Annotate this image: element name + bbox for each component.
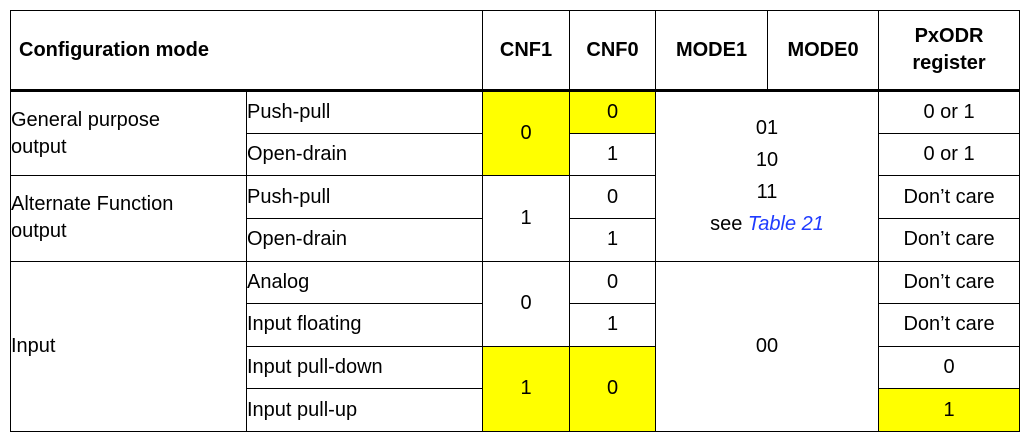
header-row: Configuration mode CNF1 CNF0 MODE1 MODE0… [9, 10, 1021, 92]
mode-cell: Analog [245, 260, 484, 305]
header-config-mode: Configuration mode [9, 10, 484, 92]
group-gp-line2: output [11, 135, 67, 158]
mode-value-10: 10 [755, 149, 779, 172]
cnf0-cell: 0 [569, 90, 657, 134]
cnf0-cell: 0 [569, 260, 657, 305]
cnf1-cell-input-a: 0 [482, 260, 571, 347]
pxodr-cell: Don’t care [878, 217, 1021, 262]
table-row: Open-drain 1 Don’t care [11, 217, 1021, 262]
group-alternate-function-output: Alternate Function output [10, 175, 247, 262]
pxodr-cell: 0 [878, 345, 1021, 390]
mode-cell: Input floating [245, 303, 484, 347]
cnf0-cell: 1 [569, 132, 657, 177]
header-pxodr-line2: register [912, 52, 986, 74]
group-af-line2: output [11, 220, 67, 243]
pxodr-cell: 1 [878, 388, 1021, 432]
header-cnf1: CNF1 [482, 10, 571, 92]
table-row: Open-drain 1 0 or 1 [11, 132, 1021, 177]
header-mode0: MODE0 [767, 10, 880, 92]
pxodr-cell: Don’t care [878, 260, 1021, 305]
cnf1-cell-af: 1 [482, 175, 571, 262]
mode-cell: Input pull-down [245, 345, 484, 390]
pxodr-cell: 0 or 1 [878, 132, 1021, 177]
cnf0-cell: 1 [569, 217, 657, 262]
cnf1-cell-gp: 0 [482, 89, 571, 177]
group-general-purpose-output: General purpose output [10, 89, 247, 177]
pxodr-cell: Don’t care [878, 175, 1021, 219]
group-gp-line1: General purpose [11, 108, 160, 131]
table-row: Input floating 1 Don’t care [11, 303, 1021, 347]
header-pxodr: PxODR register [878, 10, 1021, 92]
table-row: Input pull-down 1 0 0 [11, 345, 1021, 433]
table-21-link[interactable]: Table 21 [747, 213, 824, 236]
mode-value-11: 11 [756, 181, 778, 204]
table-row: Input pull-up 1 [11, 388, 1021, 432]
see-prefix: see [710, 213, 748, 236]
pxodr-cell: 0 or 1 [878, 90, 1021, 134]
cnf1-cell-input-b: 1 [482, 345, 571, 433]
table-row: Alternate Function output Push-pull 1 0 … [10, 175, 1021, 262]
cnf0-cell: 1 [569, 303, 657, 347]
mode-cell: Open-drain [245, 132, 484, 177]
mode-value-01: 01 [755, 117, 779, 140]
mode-bits-input: 00 [655, 260, 880, 432]
header-pxodr-line1: PxODR [914, 25, 984, 47]
cnf0-cell: 0 [569, 175, 657, 219]
header-mode1: MODE1 [655, 10, 769, 92]
mode-see-reference: see Table 21 [657, 208, 878, 240]
pxodr-cell: Don’t care [878, 303, 1021, 347]
mode-bits-output: 01 10 11 see Table 21 [655, 90, 880, 262]
mode-cell: Push-pull [245, 175, 484, 219]
group-af-line1: Alternate Function [11, 193, 174, 216]
table-row: Input Analog 0 0 00 Don’t care [10, 260, 1021, 432]
mode-cell: Push-pull [245, 90, 484, 134]
group-input: Input [10, 260, 247, 432]
mode-cell: Input pull-up [245, 388, 484, 432]
mode-cell: Open-drain [245, 217, 484, 262]
table-row: General purpose output Push-pull 0 0 01 … [10, 89, 1021, 262]
configuration-mode-table: Configuration mode CNF1 CNF0 MODE1 MODE0… [9, 10, 1021, 433]
header-cnf0: CNF0 [569, 10, 657, 92]
cnf0-cell-pull: 0 [569, 345, 657, 433]
